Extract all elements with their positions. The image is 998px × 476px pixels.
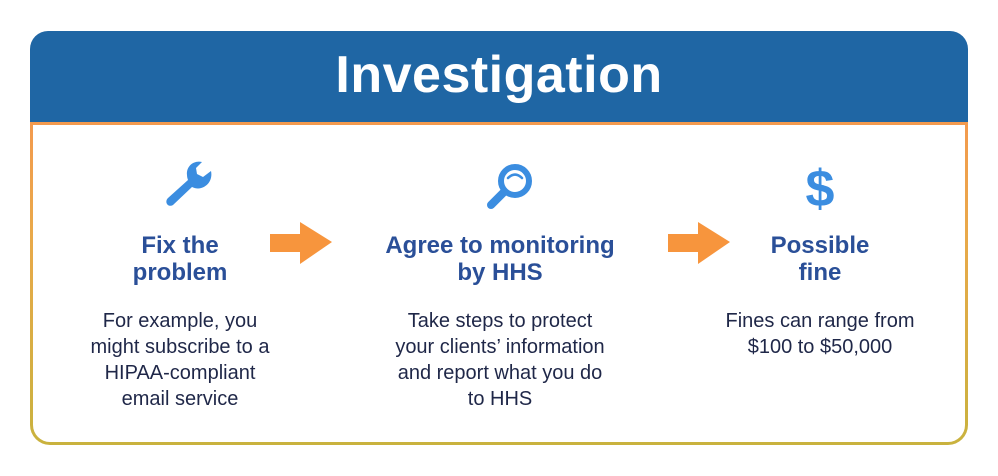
dollar-sign-icon: $ bbox=[806, 160, 835, 214]
right-arrow-icon bbox=[270, 222, 332, 264]
right-arrow-icon bbox=[668, 222, 730, 264]
step-description: Fines can range from $100 to $50,000 bbox=[725, 310, 915, 358]
magnifying-glass-icon bbox=[487, 164, 532, 209]
step-title: Fix the problem bbox=[132, 232, 228, 286]
step-title: Possible fine bbox=[770, 232, 870, 286]
step-description: For example, you might subscribe to a HI… bbox=[90, 310, 270, 410]
step-title: Agree to monitoring by HHS bbox=[385, 232, 615, 286]
card-header: Investigation bbox=[30, 31, 968, 122]
wrench-icon bbox=[166, 161, 212, 206]
step-description: Take steps to protect your clients’ info… bbox=[395, 310, 605, 410]
svg-text:$: $ bbox=[806, 160, 835, 214]
page-title: Investigation bbox=[335, 45, 663, 104]
